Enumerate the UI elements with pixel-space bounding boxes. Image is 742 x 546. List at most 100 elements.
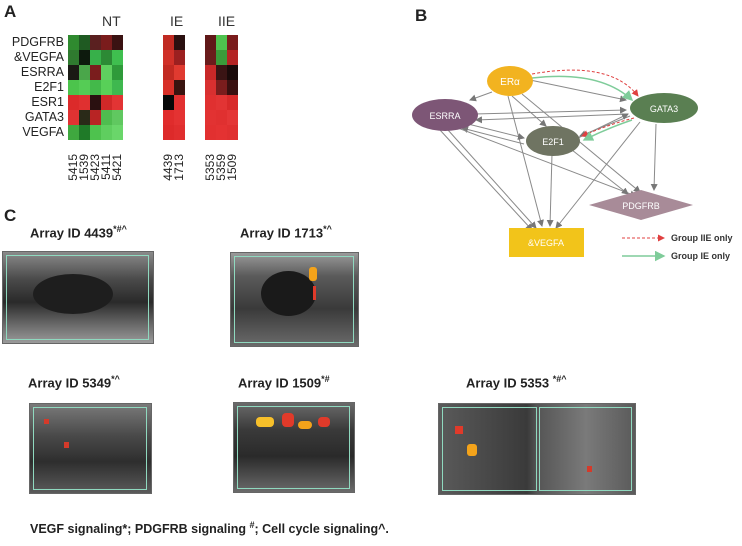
edge-e2f1-esrra xyxy=(461,126,525,145)
gene-label: ESRRA xyxy=(20,65,64,79)
gene-label: E2F1 xyxy=(34,80,64,94)
heatmap-cell xyxy=(227,110,238,125)
roi-frame xyxy=(237,406,350,489)
edge-e2f1-pdgfrb xyxy=(571,149,629,195)
heatmap-cell xyxy=(205,110,216,125)
doppler-flow-signal xyxy=(64,442,69,448)
edge-iie-gata3-e2f1 xyxy=(581,117,635,137)
heatmap-cell xyxy=(163,110,174,125)
heatmap-cell xyxy=(205,65,216,80)
panel-c-label: C xyxy=(4,206,17,225)
ultrasound-image-1509 xyxy=(233,402,355,493)
heatmap-cell xyxy=(68,65,79,80)
doppler-flow-signal xyxy=(587,466,592,472)
us-title-5349: Array ID 5349*^ xyxy=(28,374,120,391)
edge-esrra-gata3 xyxy=(473,106,627,115)
node-era-label: ERα xyxy=(500,77,520,88)
node-gata3-label: GATA3 xyxy=(650,104,678,114)
edge-esrra-vegfa-2 xyxy=(439,129,533,231)
doppler-flow-signal xyxy=(313,286,316,300)
heatmap-cell xyxy=(112,125,123,140)
group-label-iie: IIE xyxy=(218,13,236,29)
heatmap-cell xyxy=(163,125,174,140)
edge-era-pdgfrb xyxy=(521,93,641,193)
legend-iie-label: Group IIE only xyxy=(671,233,733,243)
edge-era-gata3 xyxy=(529,79,627,103)
heatmap-cell xyxy=(101,110,112,125)
heatmap-cell xyxy=(68,35,79,50)
heatmap-cell xyxy=(174,125,185,140)
heatmap-cell xyxy=(90,35,101,50)
heatmap-cell xyxy=(101,95,112,110)
heatmap-cell xyxy=(79,125,90,140)
gene-label: VEGFA xyxy=(22,125,64,139)
us-title-5353: Array ID 5353 *#^ xyxy=(466,374,567,391)
heatmap-cell xyxy=(216,35,227,50)
node-gata3 xyxy=(630,93,698,123)
heatmap-cell xyxy=(90,65,101,80)
gene-label: ESR1 xyxy=(31,95,64,109)
heatmap-cell xyxy=(174,35,185,50)
heatmap-cell xyxy=(216,95,227,110)
heatmap-cell xyxy=(112,80,123,95)
heatmap-cell xyxy=(174,110,185,125)
heatmap-cell xyxy=(205,125,216,140)
heatmap-cell xyxy=(68,50,79,65)
panel-b-label: B xyxy=(415,6,428,25)
heatmap-cell xyxy=(90,110,101,125)
node-era xyxy=(487,66,533,96)
edge-gata3-vegfa xyxy=(555,121,641,229)
roi-frame xyxy=(539,407,632,491)
ultrasound-image-5353 xyxy=(438,403,636,495)
group-label-nt: NT xyxy=(102,13,121,29)
doppler-flow-signal xyxy=(309,267,317,281)
heatmap-cell xyxy=(227,35,238,50)
ultrasound-image-5349 xyxy=(29,403,152,494)
heatmap-cell xyxy=(68,125,79,140)
heatmap-cell xyxy=(216,65,227,80)
doppler-flow-signal xyxy=(467,444,477,456)
roi-frame xyxy=(234,256,354,343)
node-esrra-label: ESRRA xyxy=(429,111,460,121)
node-e2f1 xyxy=(526,126,580,156)
us-title-1509: Array ID 1509*# xyxy=(238,374,330,391)
lesion-region xyxy=(33,274,113,314)
ultrasound-image-4439 xyxy=(2,251,154,344)
heatmap-cell xyxy=(163,50,174,65)
heatmap-cell xyxy=(68,95,79,110)
heatmap-cell xyxy=(79,35,90,50)
node-e2f1-label: E2F1 xyxy=(542,137,564,147)
edge-esrra-vegfa xyxy=(447,129,537,229)
group-label-ie: IE xyxy=(170,13,184,29)
doppler-flow-signal xyxy=(455,426,463,434)
edge-era-esrra xyxy=(469,91,493,102)
heatmap-cell xyxy=(174,95,185,110)
node-esrra xyxy=(412,99,478,131)
heatmap-cell xyxy=(79,50,90,65)
heatmap-cell xyxy=(79,80,90,95)
heatmap-cell xyxy=(216,50,227,65)
heatmap-cell xyxy=(90,125,101,140)
edge-iie-era-gata3 xyxy=(531,69,639,97)
heatmap-cell xyxy=(174,80,185,95)
gene-label: &VEGFA xyxy=(13,50,64,64)
heatmap-cell xyxy=(205,95,216,110)
heatmap-cell xyxy=(112,35,123,50)
heatmap-cell xyxy=(101,125,112,140)
heatmap-cell xyxy=(205,35,216,50)
heatmap-cell xyxy=(227,50,238,65)
heatmap-cell xyxy=(216,110,227,125)
heatmap-cell xyxy=(90,50,101,65)
heatmap-cell xyxy=(90,95,101,110)
heatmap-cell xyxy=(101,80,112,95)
heatmap-cell xyxy=(90,80,101,95)
heatmap-cell xyxy=(112,50,123,65)
roi-frame xyxy=(442,407,537,491)
heatmap-cell xyxy=(174,65,185,80)
node-pdgfrb-label: PDGFRB xyxy=(622,201,660,211)
heatmap-cell xyxy=(163,95,174,110)
doppler-flow-signal xyxy=(298,421,312,429)
doppler-flow-signal xyxy=(318,417,330,427)
gene-label: GATA3 xyxy=(24,110,64,124)
